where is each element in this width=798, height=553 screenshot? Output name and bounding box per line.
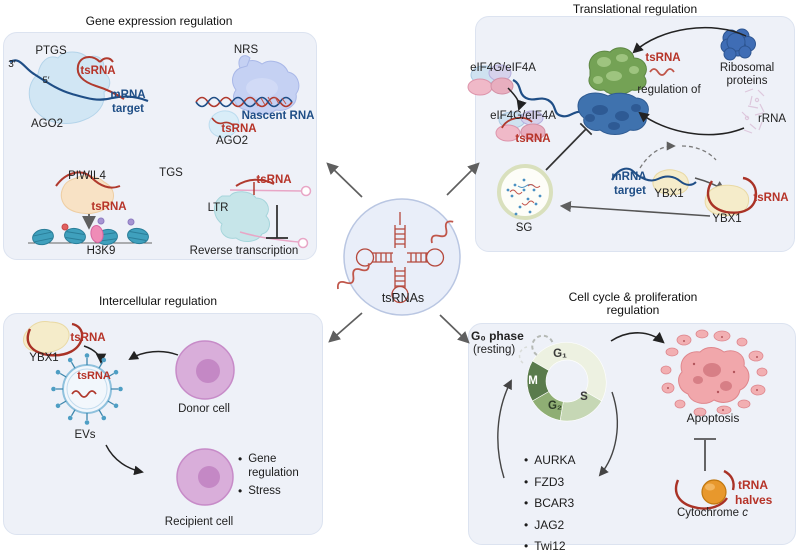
list-item: FZD3	[524, 472, 576, 494]
tsrna-label-ltr: tsRNA	[256, 174, 292, 186]
list-item: Twi12	[524, 536, 576, 553]
ago2-label-ptgs: AGO2	[31, 118, 63, 130]
eif-complex-top-label: eIF4G/eIF4A	[470, 62, 536, 74]
ybx1-right-label: YBX1	[712, 213, 742, 225]
hub-arrows	[326, 162, 480, 344]
list-item: AURKA	[524, 450, 575, 472]
trna-halves-label-line2: halves	[735, 493, 773, 507]
tsrna-label-nrs: tsRNA	[221, 123, 257, 135]
cytochrome-c-label: Cytochrome c	[677, 507, 748, 519]
phase-m-label: M	[528, 375, 538, 387]
mrna-target-label-line1: mRNA	[110, 89, 146, 101]
trna-halves-label-line1: tRNA	[738, 478, 768, 492]
tsrna-label-ptgs: tsRNA	[80, 65, 116, 77]
tsrna-label-cargo: tsRNA	[70, 332, 106, 344]
list-item: JAG2	[524, 515, 576, 537]
h3k9-label: H3K9	[86, 245, 116, 257]
five-prime-label: 5′	[42, 75, 50, 86]
eif-complex-bottom-label: eIF4G/eIF4A	[490, 110, 556, 122]
three-prime-label: 3′	[8, 59, 16, 70]
mrna-target-label2-line2: target	[614, 185, 646, 197]
arrow-to-intercellular	[328, 312, 363, 343]
arrow-to-translational	[446, 162, 480, 196]
piwil4-label: PIWIL4	[68, 170, 106, 182]
sg-label: SG	[515, 222, 533, 234]
tsrna-label-ev: tsRNA	[77, 370, 111, 382]
phase-g2-label: G₂	[547, 400, 563, 412]
mrna-target-label2-line1: mRNA	[611, 171, 647, 183]
ribosomal-proteins-label-line1: Ribosomal	[719, 62, 775, 74]
list-item: BCAR3	[524, 493, 576, 515]
intercellular-title: Intercellular regulation	[98, 294, 218, 308]
g0-phase-label: G₀ phase	[471, 329, 524, 343]
evs-label: EVs	[74, 429, 96, 441]
gene-expression-title: Gene expression regulation	[85, 14, 233, 28]
apoptosis-label: Apoptosis	[686, 411, 740, 425]
cell-cycle-title-line1: Cell cycle & proliferation	[568, 290, 698, 304]
resting-label: (resting)	[473, 344, 516, 356]
ybx1-left-label: YBX1	[654, 188, 684, 200]
arrow-to-gene-expression	[326, 162, 363, 198]
panel-gene-expression	[3, 32, 317, 260]
phase-g1-label: G₁	[553, 348, 567, 360]
translational-title: Translational regulation	[572, 2, 698, 16]
tsrna-label-top: tsRNA	[645, 52, 681, 64]
trna-cloverleaf-icon	[355, 212, 445, 304]
mrna-target-label-line2: target	[112, 103, 144, 115]
recipient-cell-label: Recipient cell	[164, 516, 234, 528]
ago2-label-nrs: AGO2	[216, 135, 248, 147]
tsrna-label-ybx1: tsRNA	[753, 192, 789, 204]
recipient-effects-list: Gene regulation Stress	[238, 452, 316, 502]
tsrna-label-tgs: tsRNA	[91, 201, 127, 213]
list-item: Gene regulation	[238, 452, 316, 480]
ltr-label: LTR	[207, 202, 229, 214]
tsrna-squiggle-icons	[336, 220, 454, 290]
cell-cycle-title-line2: regulation	[606, 303, 660, 317]
ybx1-cargo-label: YBX1	[29, 352, 59, 364]
regulation-of-label: regulation of	[637, 84, 701, 96]
reverse-transcription-label: Reverse transcription	[189, 245, 299, 257]
center-hub-label: tsRNAs	[381, 291, 425, 305]
tsrna-label-eif: tsRNA	[515, 133, 551, 145]
arrow-to-cell-cycle	[439, 314, 470, 344]
ribosomal-proteins-label-line2: proteins	[726, 75, 768, 87]
rrna-label: rRNA	[757, 113, 787, 125]
phase-s-label: S	[580, 391, 588, 403]
nascent-rna-label: Nascent RNA	[241, 110, 315, 122]
nrs-label: NRS	[233, 44, 259, 56]
donor-cell-label: Donor cell	[178, 403, 230, 415]
target-genes-list: AURKA FZD3 BCAR3 JAG2 Twi12	[524, 450, 576, 553]
ptgs-label: PTGS	[35, 45, 67, 57]
tgs-label: TGS	[159, 167, 183, 179]
list-item: Stress	[238, 484, 316, 498]
